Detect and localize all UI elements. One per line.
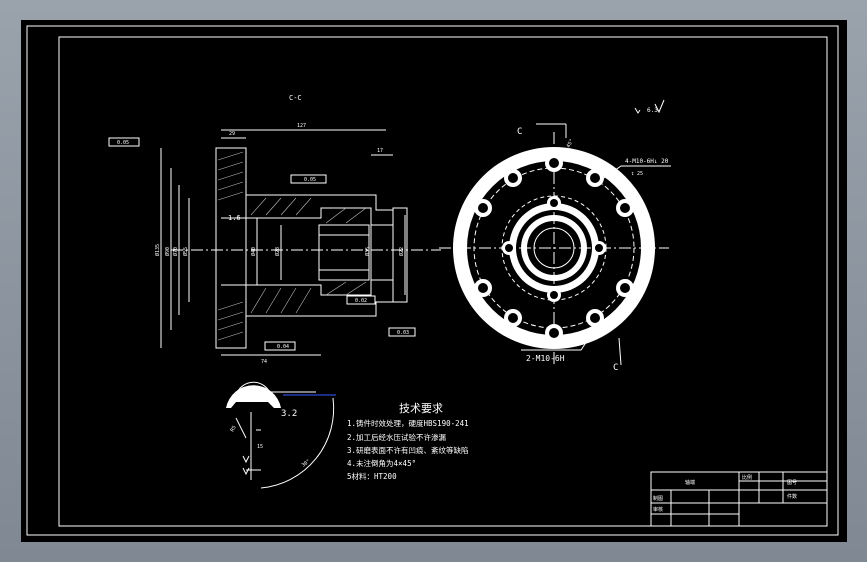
tech-item-3: 3.研磨表面不许有凹痕、紊纹等缺陷 [347,445,469,455]
outer-border [26,25,839,536]
title-block: 轴端 比例 图号 件数 制图 审核 [650,471,828,527]
dim-dia-h: Ø22 [398,247,405,256]
tech-requirements: 技术要求 1.铸件时效处理，硬度HBS190-241 2.加工后经水压试验不许渗… [347,402,469,481]
dim-dia-f: Ø28 [274,247,281,256]
section-letter-bottom: C [613,363,618,373]
dim-dia-c: Ø70 [172,247,179,256]
detail-c: 15 [257,444,263,450]
dim-bottom-total: 74 [261,359,267,365]
thread-a-sub: ↧ 25 [631,171,643,177]
fcf-top: 0.05 [304,177,316,183]
tech-item-1: 1.铸件时效处理，硬度HBS190-241 [347,418,469,428]
tb-cell-b: 比例 [742,474,752,481]
flange-hatch [217,151,244,341]
dim-dia-e: Ø40 [250,247,257,256]
detail-r: 3.2 [281,409,297,419]
fcf-right: 0.03 [397,330,409,336]
tech-item-5: 5材料：HT200 [347,471,397,481]
detail-arc [260,397,335,489]
hub-hatch [250,197,367,314]
tech-item-4: 4.未注倒角为4×45° [347,458,416,468]
detail-outline [226,385,281,408]
section-letter-top: C [517,127,522,137]
front-view: C C [439,123,671,373]
dim-top-total: 127 [297,123,306,129]
tb-cell-d: 件数 [787,493,797,500]
tb-cell-f: 审核 [653,506,663,513]
bolt-holes [474,154,634,342]
tb-cell-c: 图号 [787,480,797,486]
right-boss [392,207,408,303]
flange [215,147,247,349]
thread-b-label: 2-M10-6H [526,354,565,363]
drawing-sheet: C-C 6.3 [21,20,847,542]
detail-b: 30° [301,459,312,469]
section-view: 127 29 17 74 1.6 Ø135 Ø90 Ø70 Ø55 Ø40 Ø2… [108,123,441,365]
dim-dia-outer: Ø135 [154,244,161,256]
dim-top-small: 29 [229,131,235,137]
dim-dia-b: Ø90 [164,247,171,256]
fcf-left: 0.05 [117,140,129,146]
dim-dia-d: Ø55 [182,247,189,256]
thread-a-label: 4-M10-6H↓ 20 [625,158,669,165]
tb-cell-a: 轴端 [685,479,695,486]
roughness-symbol [634,99,665,114]
roughness-label: 6.3 [647,107,658,114]
fcf-mid: 0.02 [355,298,367,304]
inner-sleeve [318,224,370,281]
tb-cell-e: 制图 [653,495,663,502]
inner-border [58,36,828,527]
dim-dia-g: Ø35 [364,247,371,256]
detail-view: 3.2 R5 30° 15 [226,381,336,489]
view-label: C-C [289,94,302,102]
angle-label: 45° [566,138,576,149]
detail-a: R5 [230,425,238,433]
dim-flange-left: 1.6 [228,214,241,222]
dim-top-right: 17 [377,148,383,154]
fcf-bottom: 0.04 [277,344,289,350]
tech-title: 技术要求 [399,402,443,415]
tech-item-2: 2.加工后经水压试验不许渗漏 [347,432,447,442]
cad-drawing: C-C 6.3 [26,25,839,536]
